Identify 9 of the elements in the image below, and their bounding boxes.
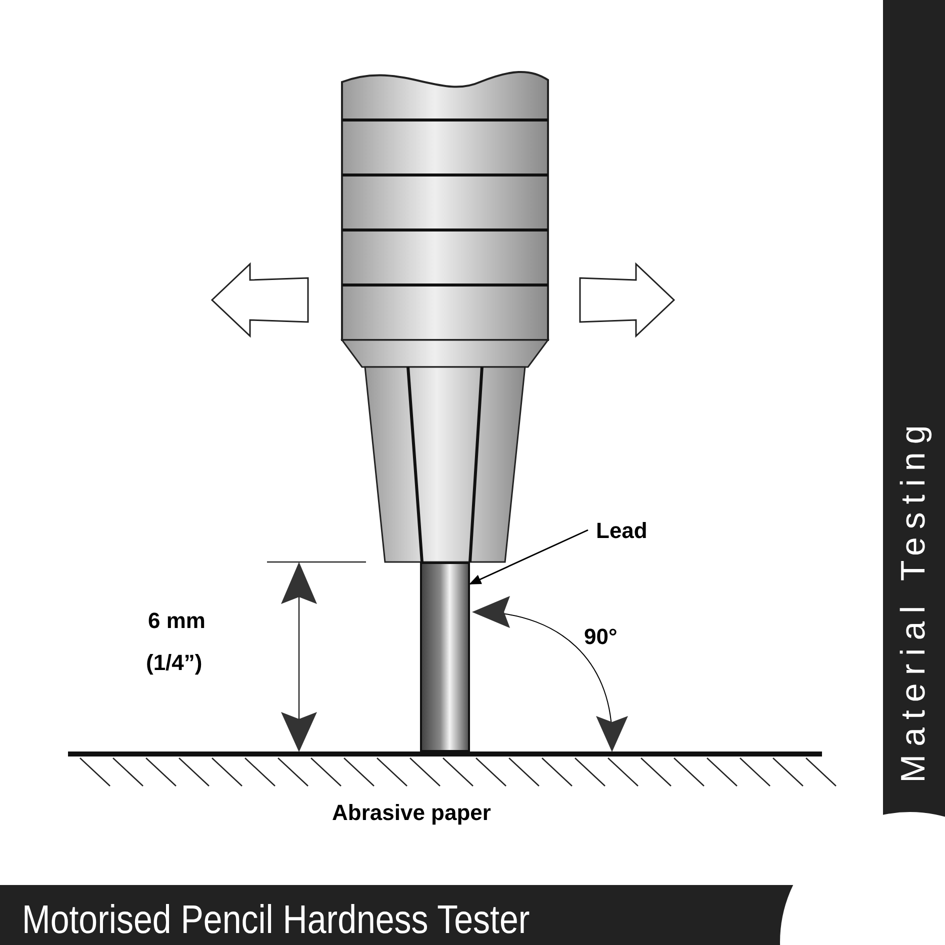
dimension-label: Abrasive paper xyxy=(332,799,491,826)
dimension-label: (1/4”) xyxy=(146,649,202,677)
pencil-lead xyxy=(420,562,470,752)
side-label: Material Testing xyxy=(894,417,934,783)
dimension-label: 6 mm xyxy=(148,607,206,635)
title: Motorised Pencil Hardness Tester xyxy=(22,897,530,944)
dimension-label: 90° xyxy=(584,623,618,651)
part-label: Lead xyxy=(596,516,648,544)
leader-line xyxy=(469,529,588,585)
